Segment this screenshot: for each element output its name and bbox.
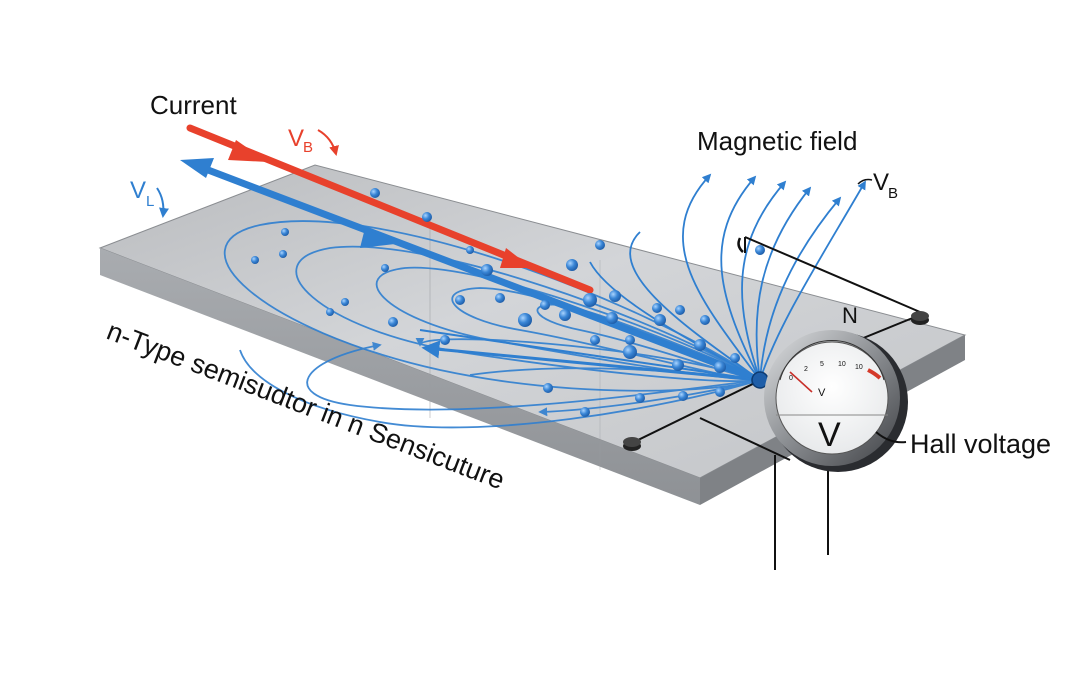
meter-tick-0: 0 [789, 375, 793, 382]
meter-face-unit: V [818, 387, 826, 399]
charge-carrier [440, 335, 450, 345]
charge-carrier [595, 240, 605, 250]
svg-text:Hall voltage: Hall voltage [910, 429, 1051, 459]
vb-right-label: V B [857, 169, 898, 202]
charge-carrier [566, 259, 578, 271]
charge-carrier [609, 290, 621, 302]
svg-text:V: V [130, 177, 146, 204]
charge-carrier [251, 256, 259, 264]
charge-carrier [583, 293, 597, 307]
svg-text:B: B [303, 139, 313, 156]
charge-carrier [326, 308, 334, 316]
charge-carrier [580, 407, 590, 417]
current-label: Current [150, 90, 237, 120]
current-arrows [180, 124, 764, 384]
charge-carrier [495, 293, 505, 303]
circuit-wires [631, 236, 921, 570]
charge-carrier [381, 264, 389, 272]
charge-carrier [654, 314, 666, 326]
charge-carrier [623, 345, 637, 359]
vb-top-label: V B [288, 125, 339, 156]
charge-carrier [543, 383, 553, 393]
meter-tick-3: 10 [838, 361, 846, 368]
charge-carrier [422, 212, 432, 222]
charge-carrier [675, 305, 685, 315]
north-label: N [842, 303, 858, 328]
charge-carrier [700, 315, 710, 325]
terminals [623, 237, 929, 451]
charge-carrier [455, 295, 465, 305]
charge-carrier [559, 309, 571, 321]
charge-carrier [540, 300, 550, 310]
charge-carrier [606, 312, 618, 324]
svg-text:B: B [888, 185, 898, 202]
magnetic-field-arrows [589, 173, 866, 381]
charge-carrier [388, 317, 398, 327]
meter-tick-4: 10 [855, 364, 863, 371]
meter-unit: V [818, 416, 841, 454]
charge-carrier [714, 361, 726, 373]
svg-text:V: V [288, 125, 304, 152]
charge-carriers [251, 188, 765, 417]
charge-carrier [694, 339, 706, 351]
meter-tick-2: 5 [820, 361, 824, 368]
charge-carrier [652, 303, 662, 313]
vl-label: V L [130, 177, 169, 218]
charge-carrier [370, 188, 380, 198]
charge-carrier [755, 245, 765, 255]
charge-carrier [481, 264, 493, 276]
charge-carrier [466, 246, 474, 254]
charge-carrier [715, 387, 725, 397]
svg-text:L: L [146, 193, 154, 210]
charge-carrier [625, 335, 635, 345]
voltmeter: 0 2 5 10 10 V V [764, 330, 908, 472]
charge-carrier [672, 359, 684, 371]
svg-text:V: V [873, 169, 889, 196]
charge-carrier [730, 353, 740, 363]
meter-tick-1: 2 [804, 366, 808, 373]
hall-voltage-label: Hall voltage [875, 429, 1051, 459]
charge-carrier [678, 391, 688, 401]
charge-carrier [590, 335, 600, 345]
charge-carrier [279, 250, 287, 258]
magnetic-field-label: Magnetic field [697, 126, 857, 156]
charge-carrier [341, 298, 349, 306]
charge-carrier [518, 313, 532, 327]
charge-carrier [635, 393, 645, 403]
charge-carrier [281, 228, 289, 236]
